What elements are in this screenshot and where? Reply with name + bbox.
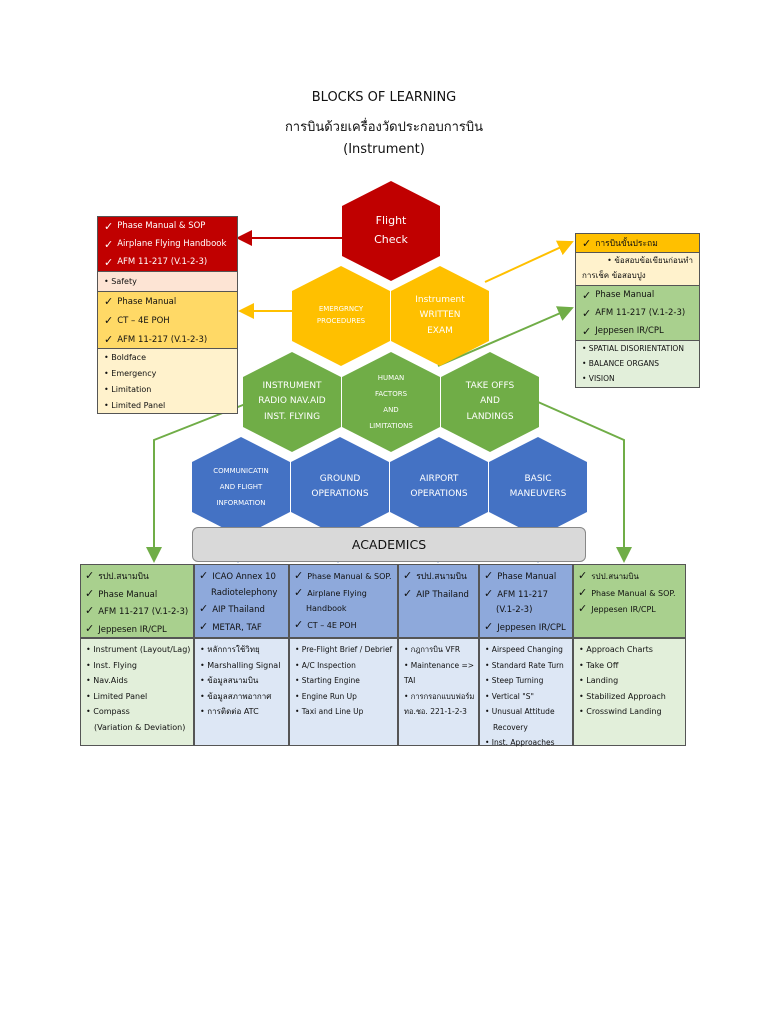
title-line-1: BLOCKS OF LEARNING (311, 90, 457, 105)
col-3-body: • Pre-Flight Brief / Debrief • A/C Inspe… (289, 638, 398, 746)
left-yellow-sub-box: • Boldface • Emergency • Limitation • Li… (97, 348, 238, 414)
col-2-header: ✓ICAO Annex 10 Radiotelephony ✓AIP Thail… (194, 564, 289, 638)
arrow-human-to-right-green-box (437, 306, 574, 367)
title-line-3: (Instrument) (343, 142, 425, 157)
arrow-takeoffs-to-col-6 (537, 401, 632, 563)
col-1-body: • Instrument (Layout/Lag) • Inst. Flying… (80, 638, 194, 746)
arrow-instrument-to-col-1 (146, 402, 249, 563)
col-4-header: ✓รปป.สนามบิน ✓AIP Thailand (398, 564, 479, 638)
col-6-body: • Approach Charts • Take Off • Landing •… (573, 638, 686, 746)
right-yellow-sub-box: • ข้อสอบข้อเขียนก่อนทำ การเช็ค ข้อสอบปูง (575, 252, 700, 287)
left-yellow-box: ✓Phase Manual ✓CT – 4E POH ✓AFM 11-217 (… (97, 291, 238, 350)
col-4-body: • กฎการบิน VFR • Maintenance => TAI • กา… (398, 638, 479, 746)
col-1-header: ✓รปป.สนามบิน ✓Phase Manual ✓AFM 11-217 (… (80, 564, 194, 638)
col-6-header: ✓รปป.สนามบิน ✓Phase Manual & SOP. ✓Jeppe… (573, 564, 686, 638)
title-line-2: การบินด้วยเครื่องวัดประกอบการบิน (284, 120, 484, 135)
arrow-written-to-right-yellow-box (484, 240, 574, 283)
right-green-sub-box: • SPATIAL DISORIENTATION • BALANCE ORGAN… (575, 340, 700, 388)
right-green-box: ✓Phase Manual ✓AFM 11-217 (V.1-2-3) ✓Jep… (575, 285, 700, 342)
col-5-body: • Airspeed Changing • Standard Rate Turn… (479, 638, 573, 747)
left-red-box: ✓Phase Manual & SOP ✓Airplane Flying Han… (97, 216, 238, 273)
col-5-header: ✓Phase Manual ✓AFM 11-217 (V.1-2-3) ✓Jep… (479, 564, 573, 638)
col-2-body: • หลักการใช้วิทยุ • Marshalling Signal •… (194, 638, 289, 746)
right-yellow-box: ✓การบินขั้นประถม (575, 233, 700, 254)
academics-bar: ACADEMICS (192, 527, 586, 562)
left-red-sub-box: • Safety (97, 271, 238, 293)
col-3-header: ✓Phase Manual & SOP. ✓Airplane Flying Ha… (289, 564, 398, 638)
